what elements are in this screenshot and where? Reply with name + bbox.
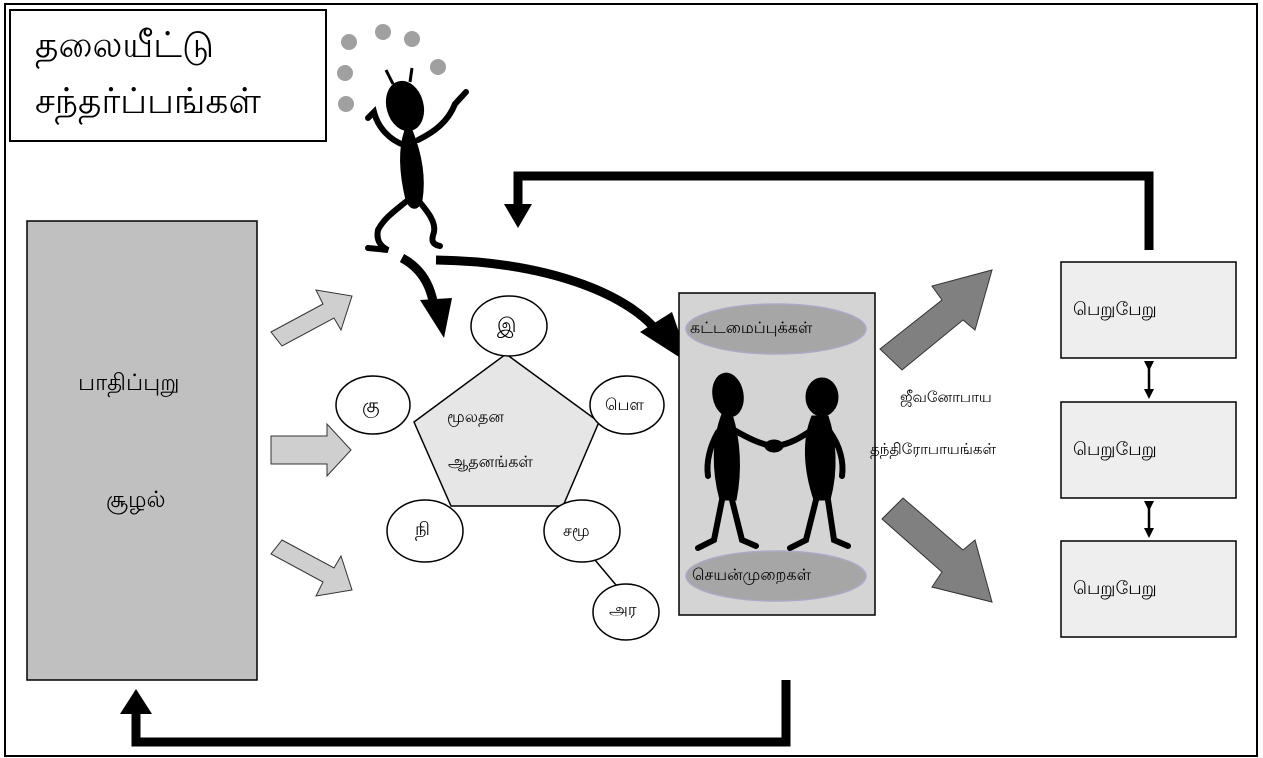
title-box: தலையீட்டு சந்தர்ப்பங்கள்	[9, 9, 327, 142]
title-line-1: தலையீட்டு	[35, 25, 215, 66]
node-ellipse-left	[335, 375, 411, 435]
node-ellipse-bottom-right	[543, 499, 621, 563]
node-label-left: கு	[362, 393, 380, 417]
outcome-box-3	[1060, 540, 1237, 638]
handshake-figures-icon	[695, 372, 851, 551]
outcome-label-1: பெறுபேறு	[1073, 299, 1157, 320]
strategies-label-line2: தந்திரோபாயங்கள்	[870, 440, 997, 458]
node-ellipse-bottom-left	[386, 499, 464, 563]
node-label-far: அர	[609, 600, 637, 620]
node-ellipse-right	[589, 375, 665, 435]
outcome-label-3: பெறுபேறு	[1073, 578, 1157, 599]
node-label-bottom-right: சமூ	[563, 521, 590, 540]
node-label-right: பௌ	[605, 395, 644, 414]
node-label-bottom-left: நி	[415, 519, 430, 540]
outer-frame	[4, 3, 1258, 757]
juggler-figure-icon	[337, 24, 469, 253]
process-top-ellipse	[685, 303, 867, 355]
context-arrows	[270, 289, 353, 597]
assets-label-line2: ஆதனங்கள்	[448, 452, 533, 471]
strategies-label-line1: ஜீவனோபாய	[900, 388, 992, 406]
node-ellipse-top	[470, 295, 548, 357]
outcome-label-2: பெறுபேறு	[1073, 439, 1157, 460]
curved-arrow-to-process	[435, 255, 660, 333]
node-ellipse-far	[592, 583, 660, 641]
juggle-balls	[337, 24, 446, 112]
feedback-arrow-top	[513, 171, 1154, 250]
block-arrow-middle	[270, 422, 352, 478]
feedback-arrow-bottom	[131, 680, 791, 747]
block-arrow-dark-lower	[881, 497, 993, 603]
process-label-bottom: செயன்முறைகள்	[692, 565, 812, 584]
context-label-line2: சூழல்	[106, 487, 166, 513]
block-arrow-dark-upper	[879, 269, 993, 371]
title-line-2: சந்தர்ப்பங்கள்	[35, 81, 261, 122]
block-arrow-upper	[270, 289, 353, 347]
outcome-box-1	[1060, 261, 1237, 359]
process-bottom-ellipse	[685, 550, 867, 602]
assets-pentagon	[413, 353, 600, 507]
curved-arrow-to-assets	[399, 254, 439, 306]
node-label-top: இ	[497, 313, 517, 337]
process-label-top: கட்டமைப்புக்கள்	[690, 318, 813, 337]
context-box	[26, 220, 258, 681]
block-arrow-lower	[270, 539, 353, 597]
outcome-box-2	[1060, 401, 1237, 499]
assets-label-line1: மூலதன	[447, 407, 504, 426]
context-label-line1: பாதிப்புறு	[78, 370, 180, 396]
connector-line	[594, 559, 617, 586]
